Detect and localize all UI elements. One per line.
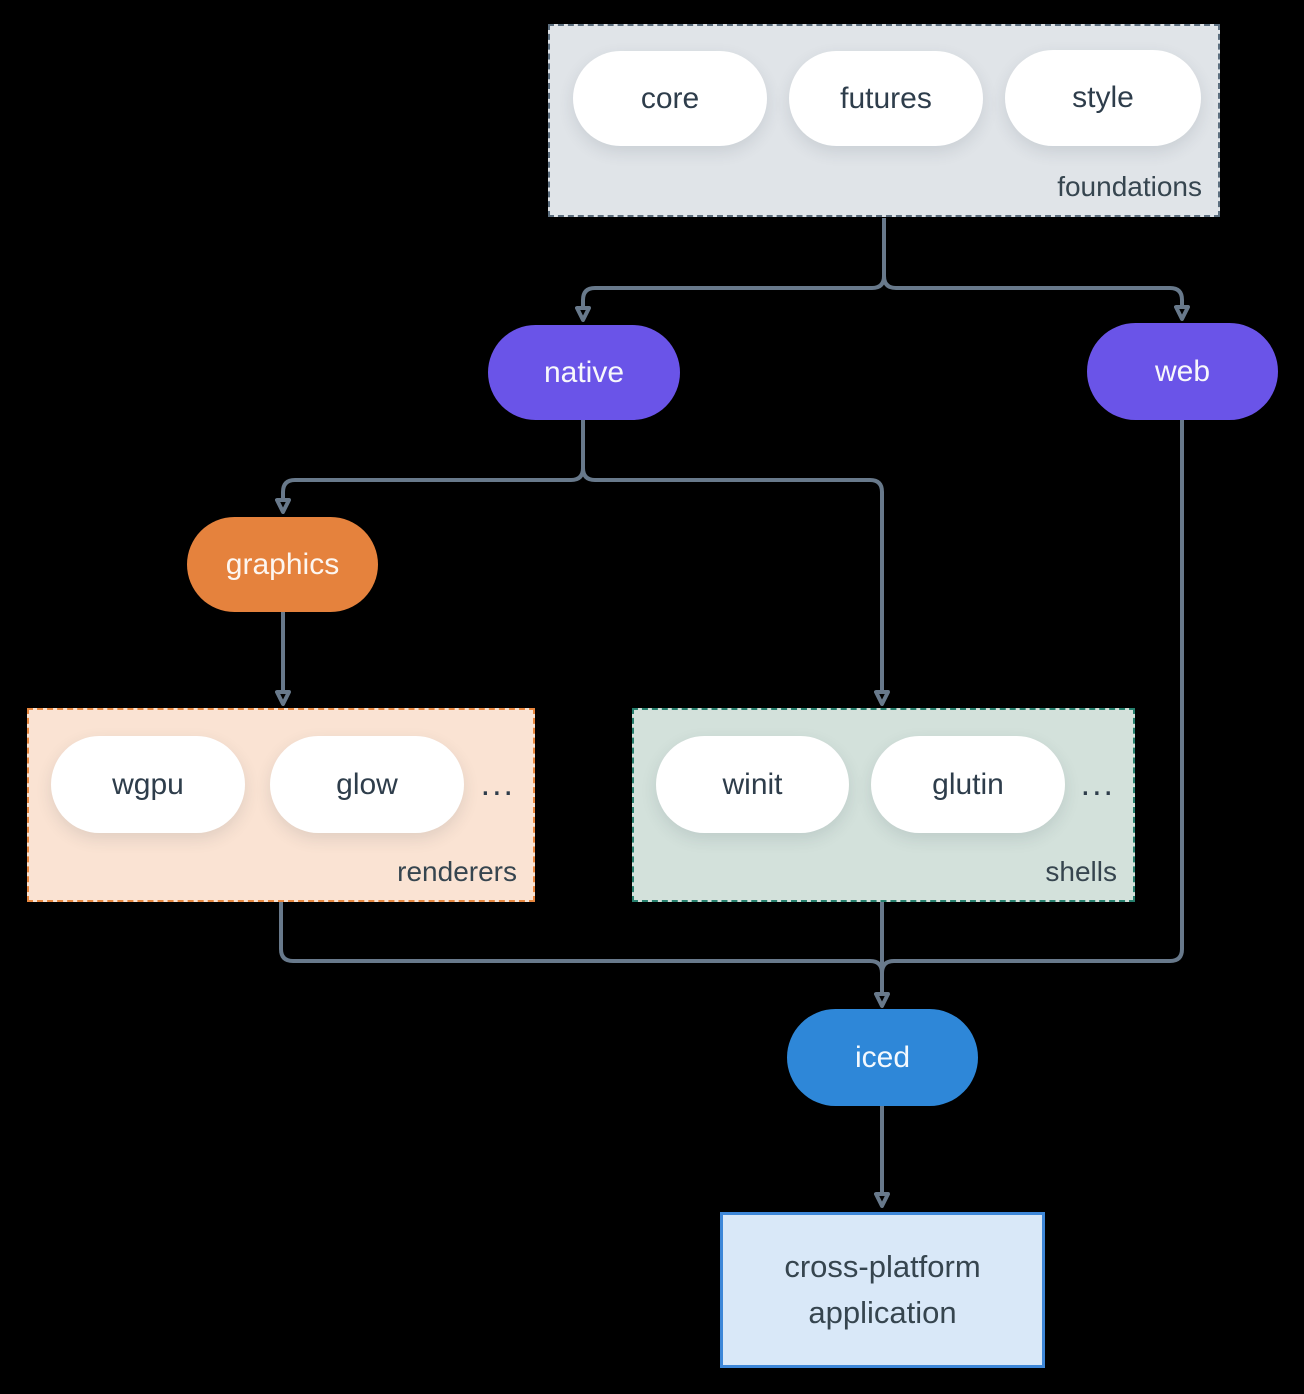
group-foundations-label: foundations <box>1057 171 1202 202</box>
edge-native-shells <box>581 420 890 706</box>
group-foundations: core futures style foundations <box>548 24 1220 217</box>
node-glow: glow <box>270 736 464 833</box>
node-winit-label: winit <box>722 767 783 801</box>
renderers-ellipsis: ... <box>480 765 515 803</box>
node-cross-platform-application: cross-platform application <box>720 1212 1045 1368</box>
group-renderers-label: renderers <box>397 856 517 887</box>
group-shells: winit glutin ... shells <box>632 708 1135 902</box>
node-graphics-label: graphics <box>225 547 340 581</box>
node-native: native <box>488 325 680 420</box>
application-label-line1: cross-platform <box>784 1249 981 1284</box>
node-glutin: glutin <box>871 736 1065 833</box>
node-iced-label: iced <box>854 1040 911 1074</box>
node-glutin-label: glutin <box>932 767 1004 801</box>
group-shells-label: shells <box>1045 856 1117 887</box>
node-web: web <box>1087 323 1278 420</box>
node-futures: futures <box>789 51 983 146</box>
application-label-line2: application <box>808 1295 957 1330</box>
node-winit: winit <box>656 736 849 833</box>
node-futures-label: futures <box>840 81 932 115</box>
node-core: core <box>573 51 767 146</box>
node-iced: iced <box>787 1009 978 1106</box>
node-style: style <box>1005 50 1201 146</box>
node-style-label: style <box>1072 81 1134 114</box>
node-glow-label: glow <box>336 767 398 801</box>
node-native-label: native <box>543 355 625 389</box>
node-graphics: graphics <box>187 517 378 612</box>
node-core-label: core <box>640 81 700 115</box>
shells-ellipsis: ... <box>1080 765 1115 803</box>
node-wgpu: wgpu <box>51 736 245 833</box>
node-web-label: web <box>1154 354 1211 388</box>
edge-native-graphics <box>275 420 585 514</box>
group-renderers: wgpu glow ... renderers <box>27 708 535 902</box>
edge-renderers-iced <box>279 902 884 980</box>
node-wgpu-label: wgpu <box>112 767 184 801</box>
edge-foundations-web <box>882 218 1190 321</box>
edge-foundations-native <box>575 218 886 322</box>
